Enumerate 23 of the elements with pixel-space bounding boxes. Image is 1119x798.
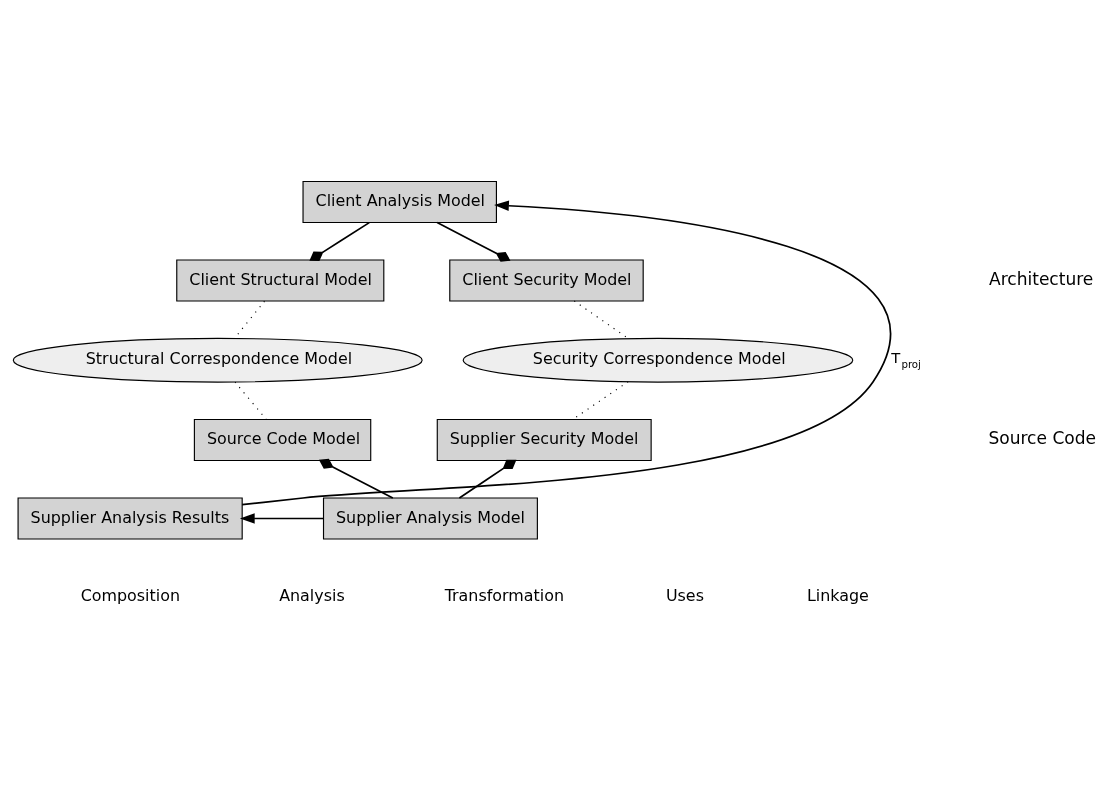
node-box: Supplier Security Model [436,418,652,461]
label: Source Code [988,427,1097,448]
node-box: Client Structural Model [176,258,385,302]
connector [436,221,511,262]
connector [309,221,371,261]
arrow [239,512,325,524]
node-ellipse: Structural Correspondence Model [12,337,423,383]
node-box: Client Analysis Model [302,180,497,223]
connector [318,458,394,499]
label: Architecture [989,268,1094,288]
legend-label: Uses [665,585,704,605]
arrow [241,200,891,505]
node-ellipse: Security Correspondence Model [462,337,854,383]
node-box: Client Security Model [449,258,644,302]
legend-label: Composition [80,585,180,605]
node-box: Supplier Analysis Results [17,496,243,540]
node-box: Source Code Model [193,418,372,461]
node-box: Supplier Analysis Model [322,496,538,540]
legend-label: Linkage [806,585,869,605]
legend-label: Analysis [279,585,345,605]
connector [458,459,517,499]
legend-label: Transformation [444,585,565,605]
edge-label: T$_{proj}$ [891,348,921,370]
